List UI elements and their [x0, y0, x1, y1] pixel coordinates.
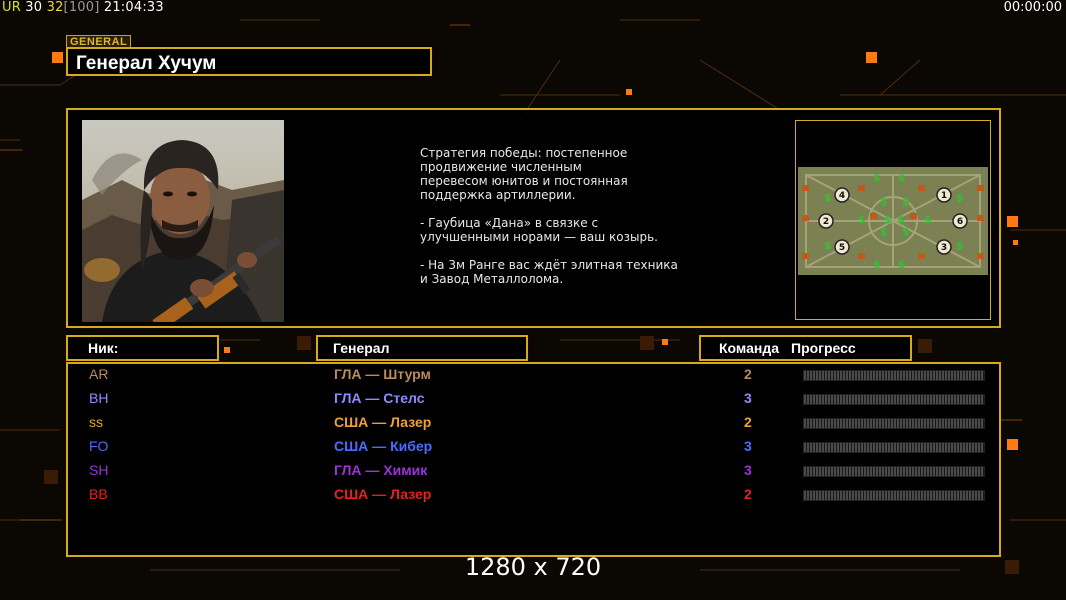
player-team: 2 [744, 414, 752, 430]
start-position-5: 5 [834, 239, 850, 255]
svg-text:$: $ [824, 239, 832, 252]
player-row: SH ГЛА — Химик 3 [68, 460, 999, 484]
player-nick: BB [89, 486, 108, 502]
player-nick: SH [89, 462, 109, 478]
hud-value-2: 32 [46, 0, 64, 15]
start-position-6: 6 [952, 213, 968, 229]
player-progress-bar [803, 442, 985, 453]
resolution-label: 1280 x 720 [464, 553, 602, 581]
svg-text:$: $ [873, 258, 881, 271]
svg-text:$: $ [924, 213, 932, 226]
hud-stats: UR 30 32[100] 21:04:33 [2, 0, 164, 15]
hud-timer: 00:00:00 [1003, 0, 1062, 15]
svg-text:$: $ [898, 258, 906, 271]
player-team: 3 [744, 438, 752, 454]
header-team: Команда [719, 340, 779, 356]
svg-text:$: $ [824, 191, 832, 204]
player-row: AR ГЛА — Штурм 2 [68, 364, 999, 388]
player-progress-bar [803, 466, 985, 477]
player-progress-bar [803, 370, 985, 381]
start-position-4: 4 [834, 187, 850, 203]
player-nick: FO [89, 438, 109, 454]
svg-text:6: 6 [957, 217, 963, 227]
svg-text:$: $ [884, 213, 892, 226]
svg-text:$: $ [880, 225, 888, 238]
player-general: США — Кибер [334, 438, 433, 454]
player-team: 3 [744, 390, 752, 406]
start-position-1: 1 [936, 187, 952, 203]
player-team: 2 [744, 366, 752, 382]
header-general: Генерал [316, 335, 528, 361]
player-row: BH ГЛА — Стелс 3 [68, 388, 999, 412]
hud-clock: 21:04:33 [103, 0, 164, 15]
player-progress-bar [803, 418, 985, 429]
start-position-2: 2 [818, 213, 834, 229]
svg-text:$: $ [956, 191, 964, 204]
player-progress-bar [803, 490, 985, 501]
header-team-progress: Команда Прогресс [699, 335, 912, 361]
svg-text:$: $ [873, 171, 881, 184]
svg-text:$: $ [880, 195, 888, 208]
svg-text:$: $ [897, 213, 905, 226]
header-progress: Прогресс [791, 340, 856, 356]
player-nick: BH [89, 390, 109, 406]
general-info-panel: Стратегия победы: постепенное продвижени… [66, 108, 1001, 328]
players-list: AR ГЛА — Штурм 2 BH ГЛА — Стелс 3 ss США… [66, 362, 1001, 557]
map-preview: $$ $$ $$ $$ $$ $$ $$ $$ 4 1 2 [795, 120, 991, 320]
svg-text:2: 2 [823, 217, 829, 227]
player-general: США — Лазер [334, 486, 432, 502]
player-row: ss США — Лазер 2 [68, 412, 999, 436]
player-team: 2 [744, 486, 752, 502]
general-tag: GENERAL [66, 35, 132, 49]
player-general: ГЛА — Стелс [334, 390, 425, 406]
svg-text:1: 1 [941, 191, 947, 201]
player-general: ГЛА — Химик [334, 462, 428, 478]
player-team: 3 [744, 462, 752, 478]
start-position-3: 3 [936, 239, 952, 255]
general-name-title: Генерал Хучум [66, 47, 432, 76]
player-progress-bar [803, 394, 985, 405]
svg-text:4: 4 [839, 191, 845, 201]
player-general: ГЛА — Штурм [334, 366, 431, 382]
svg-text:$: $ [858, 213, 866, 226]
player-nick: AR [89, 366, 109, 382]
general-portrait [82, 120, 284, 322]
portrait-image [82, 120, 284, 322]
svg-text:$: $ [898, 171, 906, 184]
player-row: BB США — Лазер 2 [68, 484, 999, 508]
header-nick: Ник: [66, 335, 219, 361]
svg-text:$: $ [902, 195, 910, 208]
hud-ur-label: UR [2, 0, 21, 15]
general-description: Стратегия победы: постепенное продвижени… [420, 146, 678, 286]
svg-text:$: $ [956, 239, 964, 252]
player-row: FO США — Кибер 3 [68, 436, 999, 460]
svg-text:5: 5 [839, 243, 845, 253]
svg-text:3: 3 [941, 243, 947, 253]
map-preview-image: $$ $$ $$ $$ $$ $$ $$ $$ 4 1 2 [798, 167, 988, 275]
hud-value-3: [100] [63, 0, 100, 15]
hud-value-1: 30 [25, 0, 43, 15]
player-general: США — Лазер [334, 414, 432, 430]
svg-text:$: $ [902, 225, 910, 238]
player-nick: ss [89, 414, 103, 430]
